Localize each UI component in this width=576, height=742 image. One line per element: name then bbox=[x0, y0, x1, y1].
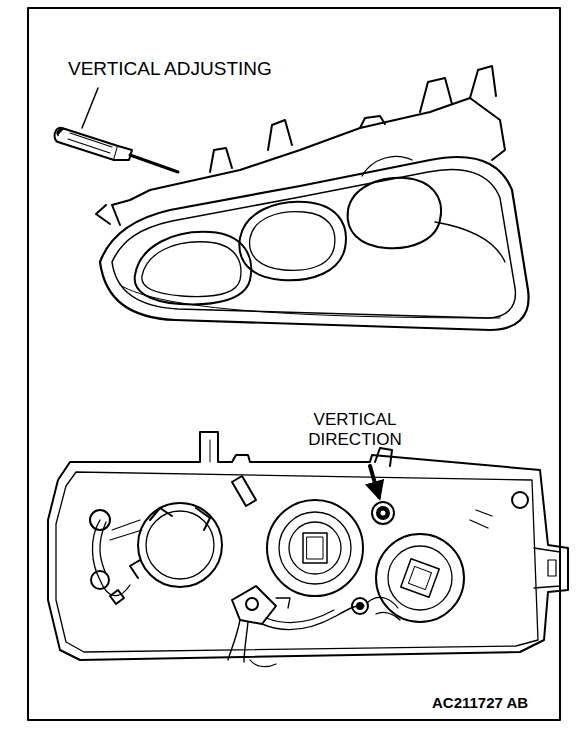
figure-code: AC211727 AB bbox=[432, 694, 528, 711]
headlamp-front bbox=[55, 66, 529, 330]
frame bbox=[28, 8, 560, 720]
headlamp-rear bbox=[48, 432, 568, 667]
part-label: VERTICAL ADJUSTING bbox=[68, 58, 272, 80]
part-label: VERTICAL DIRECTION bbox=[308, 410, 402, 449]
